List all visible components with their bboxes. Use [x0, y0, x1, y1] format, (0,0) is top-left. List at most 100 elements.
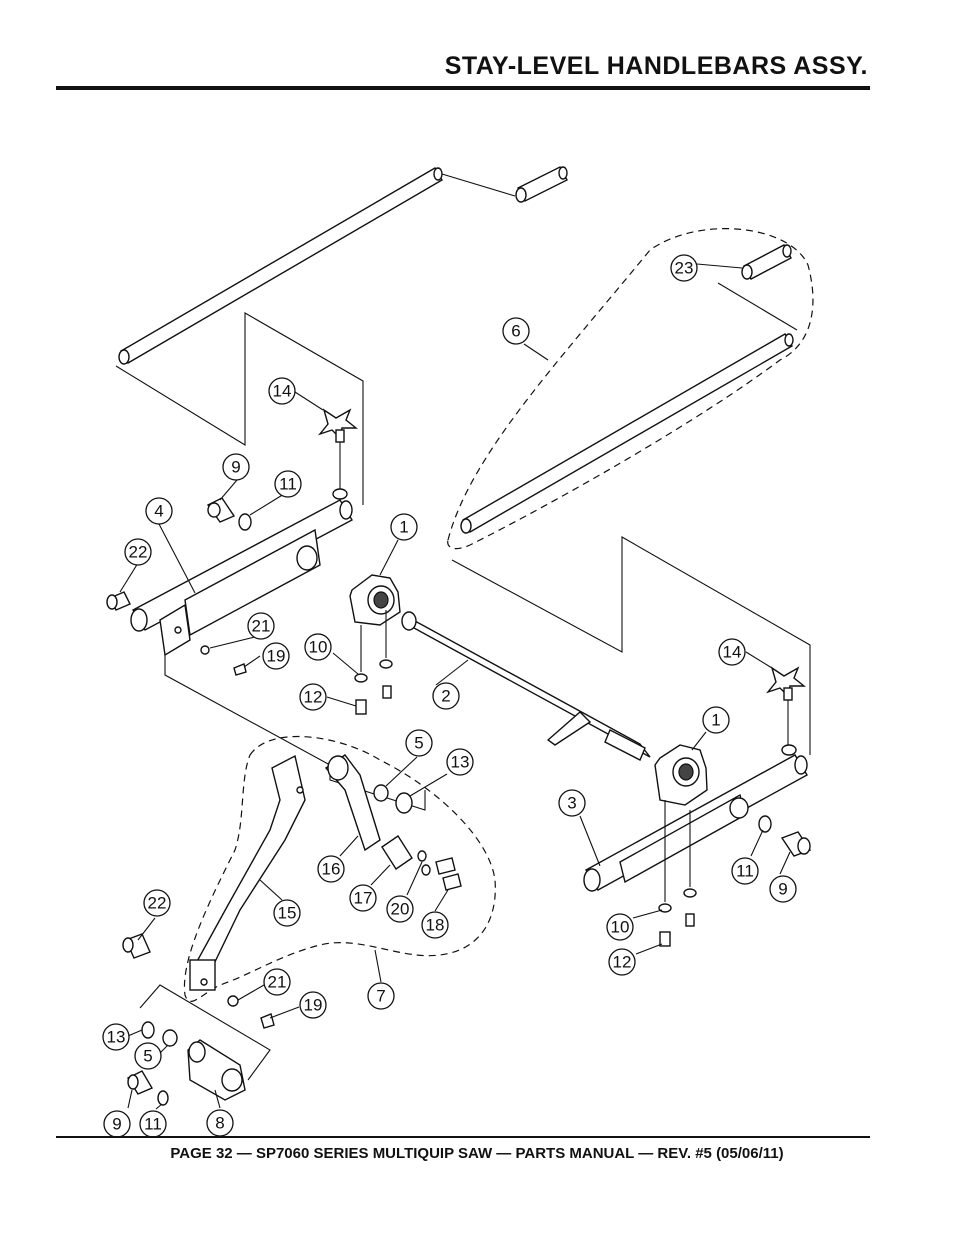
- right-bracket-bar-3: [583, 754, 808, 892]
- callout-22-upper: 22: [124, 538, 152, 566]
- svg-text:1: 1: [711, 711, 720, 730]
- svg-text:11: 11: [144, 1115, 162, 1134]
- svg-text:22: 22: [148, 894, 167, 913]
- svg-text:13: 13: [107, 1028, 126, 1047]
- left-handlebar-tube: [118, 167, 443, 365]
- knob-14-right: [765, 666, 806, 756]
- callout-19-upper: 19: [262, 642, 290, 670]
- svg-text:9: 9: [231, 458, 240, 477]
- svg-text:9: 9: [778, 880, 787, 899]
- washer-10-right-b: [683, 888, 697, 898]
- right-handlebar-tube: [460, 333, 794, 534]
- callout-22-lower: 22: [143, 889, 171, 917]
- callout-1-left: 1: [390, 513, 418, 541]
- pivot-bearing-1-right: [654, 744, 708, 806]
- callout-14-right: 14: [718, 638, 746, 666]
- callout-4: 4: [145, 497, 173, 525]
- callout-9-upper: 9: [222, 453, 250, 481]
- left-grip: [515, 166, 568, 203]
- callout-1-right: 1: [702, 706, 730, 734]
- svg-text:10: 10: [611, 918, 630, 937]
- svg-text:1: 1: [399, 518, 408, 537]
- callout-11-lower: 11: [139, 1110, 167, 1138]
- callout-12-left: 12: [299, 683, 327, 711]
- page-title: STAY-LEVEL HANDLEBARS ASSY.: [444, 52, 868, 80]
- callout-6: 6: [502, 317, 530, 345]
- svg-text:23: 23: [675, 259, 694, 278]
- svg-text:7: 7: [376, 987, 385, 1006]
- callout-16: 16: [317, 855, 345, 883]
- callout-20: 20: [386, 895, 414, 923]
- callout-13-upper: 13: [446, 748, 474, 776]
- washer-11-lower: [157, 1090, 169, 1106]
- svg-text:5: 5: [414, 734, 423, 753]
- bolt-12-left: [355, 685, 392, 715]
- svg-text:22: 22: [129, 543, 148, 562]
- leader-lines: [119, 263, 791, 1110]
- plate-17: [381, 835, 413, 870]
- washer-20-upper: [417, 850, 427, 862]
- svg-text:14: 14: [273, 382, 292, 401]
- callout-9-lower: 9: [103, 1110, 131, 1138]
- bolt-9-lower: [126, 1070, 154, 1095]
- callout-21-lower: 21: [263, 968, 291, 996]
- callout-10-right: 10: [606, 913, 634, 941]
- lever-arm-15: [189, 754, 306, 991]
- screw-19-lower: [260, 1013, 275, 1029]
- svg-text:5: 5: [143, 1047, 152, 1066]
- callout-5-lower: 5: [134, 1042, 162, 1070]
- svg-text:13: 13: [451, 753, 470, 772]
- callout-9-right: 9: [769, 875, 797, 903]
- svg-text:20: 20: [391, 900, 410, 919]
- svg-text:2: 2: [441, 687, 450, 706]
- svg-text:14: 14: [723, 643, 742, 662]
- link-plate-16: [324, 754, 381, 852]
- callout-10-left: 10: [304, 633, 332, 661]
- svg-text:19: 19: [267, 647, 286, 666]
- svg-text:16: 16: [322, 860, 341, 879]
- bushing-5-lower: [162, 1029, 178, 1047]
- svg-text:11: 11: [279, 475, 297, 494]
- screw-18: [442, 873, 462, 891]
- callout-14-left: 14: [268, 377, 296, 405]
- svg-text:10: 10: [309, 638, 328, 657]
- header-rule: [56, 86, 870, 90]
- pivot-bearing-1-left: [349, 574, 401, 626]
- callout-21-upper: 21: [247, 612, 275, 640]
- callout-11-upper: 11: [274, 470, 302, 498]
- end-link-8: [187, 1039, 246, 1101]
- washer-21-left-upper: [200, 645, 210, 655]
- washer-11-right: [758, 815, 772, 833]
- handlebar-group-outline: [447, 228, 814, 550]
- svg-text:6: 6: [511, 322, 520, 341]
- svg-text:19: 19: [304, 996, 323, 1015]
- svg-text:21: 21: [268, 973, 287, 992]
- svg-text:8: 8: [215, 1114, 224, 1133]
- svg-text:12: 12: [304, 688, 323, 707]
- bolt-9-left-upper: [206, 497, 236, 523]
- right-grip-23: [741, 244, 792, 280]
- callout-13-lower: 13: [102, 1023, 130, 1051]
- callout-15: 15: [273, 899, 301, 927]
- oring-13-upper: [395, 792, 413, 814]
- washer-10-left: [354, 673, 368, 683]
- svg-text:3: 3: [567, 794, 576, 813]
- callout-3: 3: [558, 789, 586, 817]
- shaft-2: [401, 611, 651, 761]
- pin-22-lower: [122, 933, 151, 959]
- svg-text:17: 17: [354, 889, 373, 908]
- svg-text:12: 12: [613, 953, 632, 972]
- knob-14-left: [317, 408, 358, 500]
- left-bracket-bar-4: [130, 499, 353, 657]
- page-footer: PAGE 32 — SP7060 SERIES MULTIQUIP SAW — …: [170, 1145, 784, 1162]
- svg-text:15: 15: [278, 904, 297, 923]
- bolt-9-right: [780, 831, 812, 857]
- callout-7: 7: [367, 982, 395, 1010]
- screw-18-upper: [435, 857, 456, 875]
- callout-18: 18: [421, 911, 449, 939]
- svg-text:18: 18: [426, 916, 445, 935]
- callout-23: 23: [670, 254, 698, 282]
- svg-text:11: 11: [736, 862, 754, 881]
- svg-text:21: 21: [252, 617, 271, 636]
